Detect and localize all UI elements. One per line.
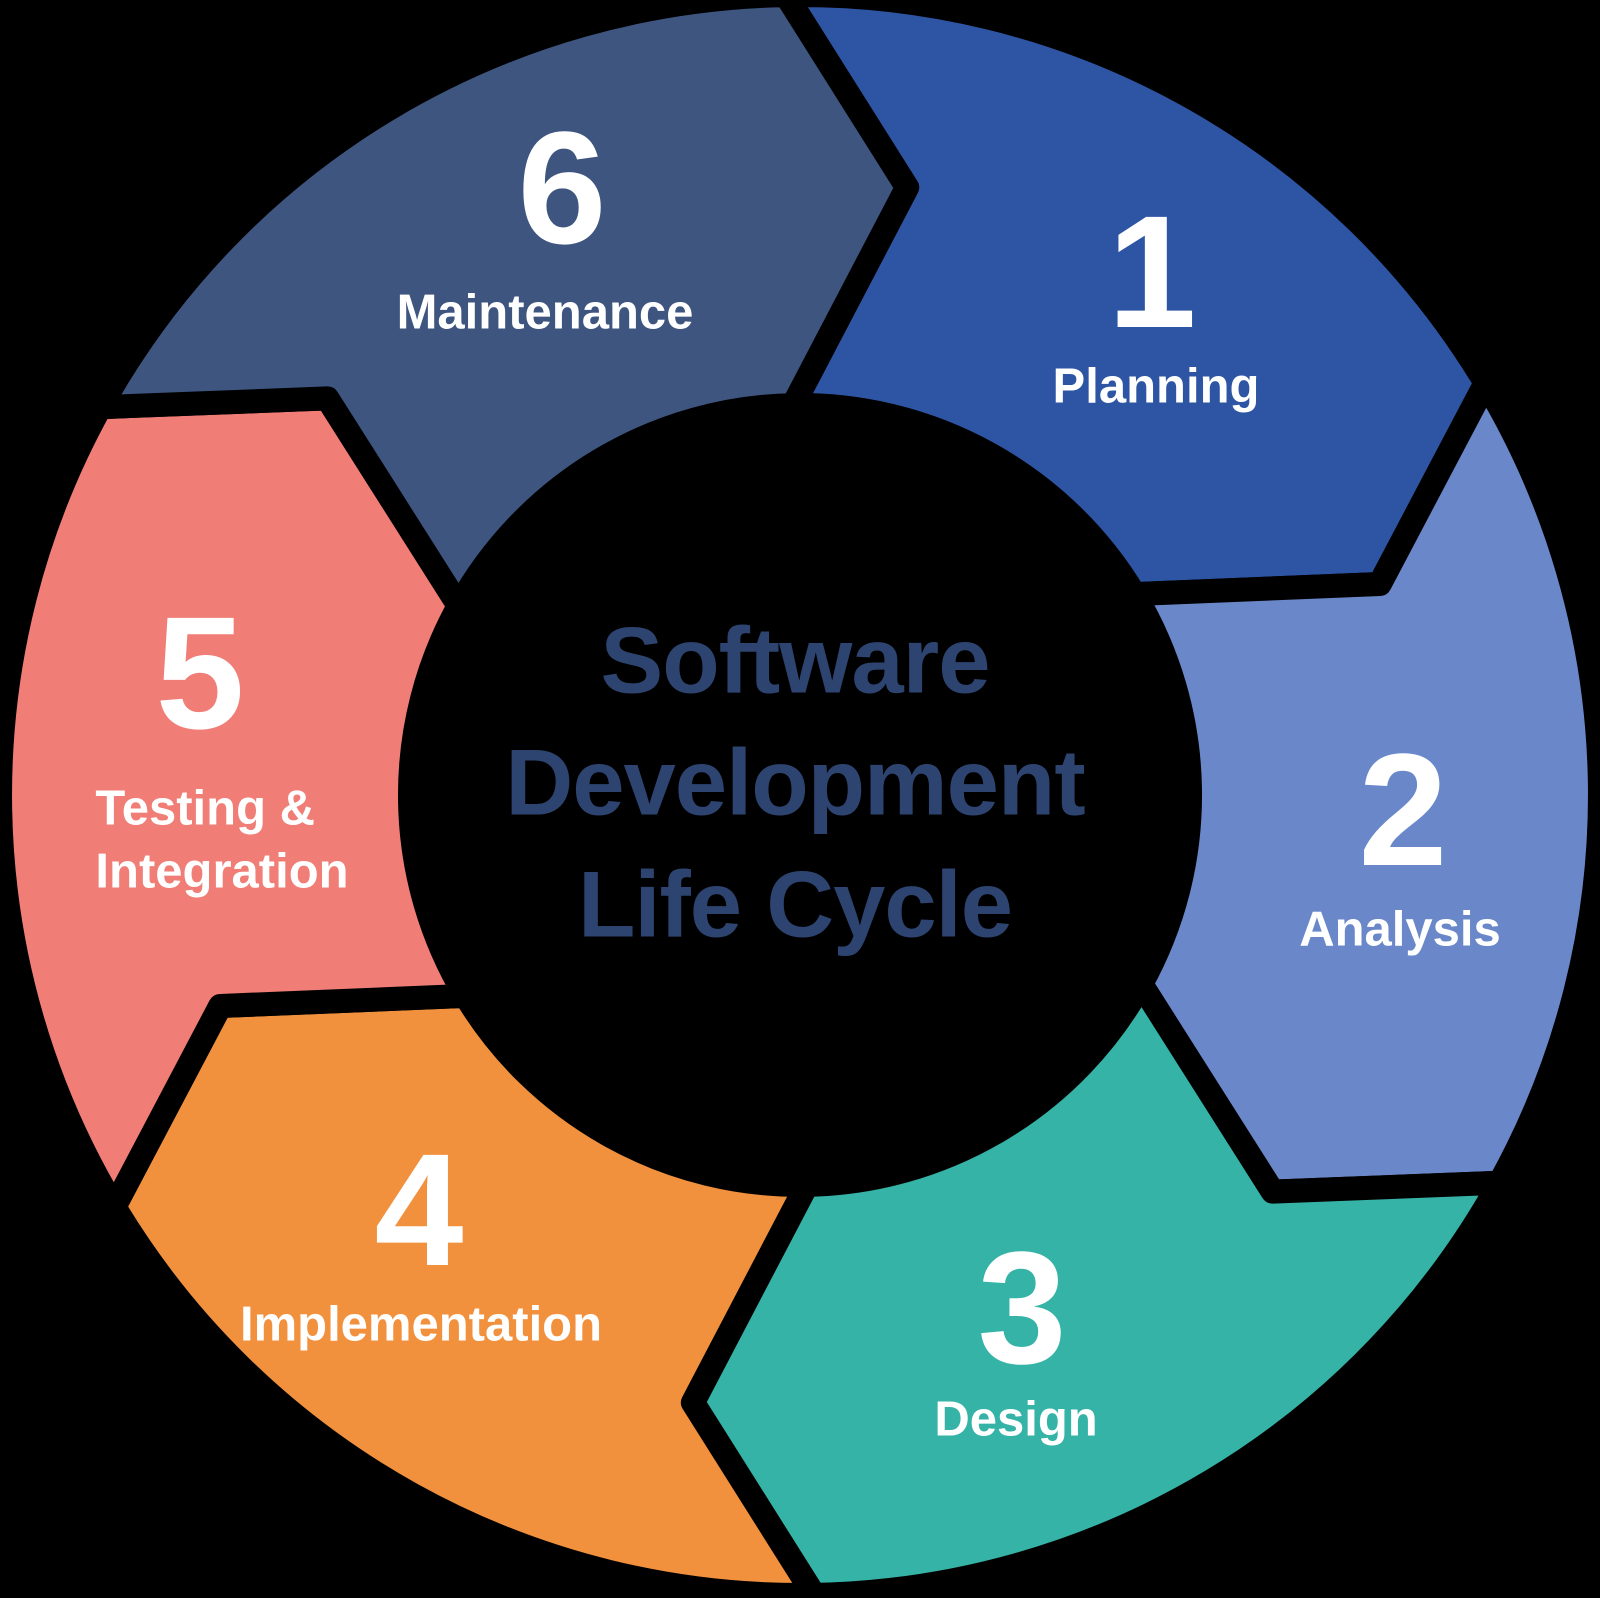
- segment-4-number: 4: [374, 1120, 464, 1299]
- segment-2-label: Analysis: [1299, 902, 1501, 957]
- segment-1-label: Planning: [1052, 359, 1260, 414]
- segment-3-number: 3: [977, 1218, 1067, 1397]
- segment-testing-integration: [0, 386, 478, 1219]
- segment-6-number: 6: [517, 98, 607, 277]
- segment-4-label: Implementation: [239, 1297, 603, 1352]
- segment-6-label: Maintenance: [396, 285, 694, 340]
- diagram-title: Software Development Life Cycle: [505, 607, 1085, 958]
- segment-5-label: Testing & Integration: [95, 781, 349, 898]
- segment-planning: [775, 0, 1498, 607]
- segment-maintenance: [88, 0, 920, 618]
- segment-5-number: 5: [155, 583, 245, 762]
- segment-2-number: 2: [1358, 720, 1448, 899]
- segment-1-number: 1: [1107, 182, 1197, 361]
- segment-analysis: [1122, 371, 1600, 1204]
- segment-3-label: Design: [934, 1392, 1098, 1447]
- segment-design: [680, 972, 1512, 1598]
- segment-implementation: [102, 983, 826, 1598]
